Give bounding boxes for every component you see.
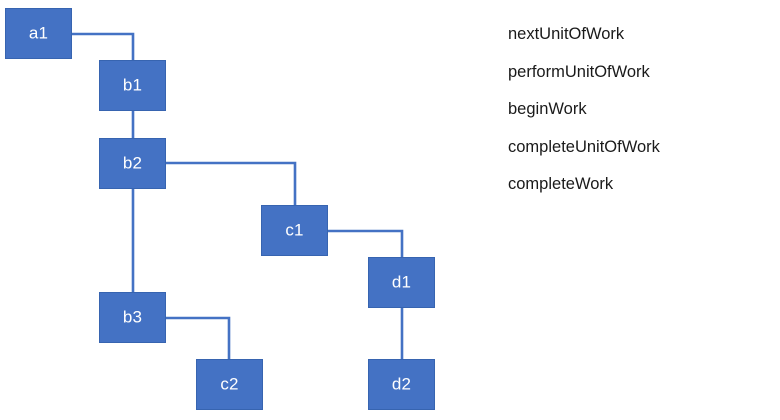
node-b1[interactable]: b1 — [99, 60, 166, 111]
edge-b2-c1 — [166, 161, 297, 205]
legend-item-complete-work: completeWork — [508, 175, 614, 193]
node-d1-label: d1 — [391, 272, 412, 292]
node-d2-label: d2 — [391, 374, 412, 394]
legend-list: nextUnitOfWork performUnitOfWork beginWo… — [508, 26, 758, 214]
legend-item-perform-unit-of-work: performUnitOfWork — [508, 62, 650, 81]
node-b1-label: b1 — [122, 75, 143, 95]
node-c2[interactable]: c2 — [196, 359, 263, 410]
edge-c1-d1 — [328, 229, 404, 257]
node-c1-label: c1 — [285, 220, 304, 240]
legend-item-complete-unit-of-work: completeUnitOfWork — [508, 137, 660, 156]
node-c1[interactable]: c1 — [261, 205, 328, 256]
node-d2[interactable]: d2 — [368, 359, 435, 410]
node-c2-label: c2 — [220, 374, 239, 394]
node-b2[interactable]: b2 — [99, 138, 166, 189]
node-d1[interactable]: d1 — [368, 257, 435, 308]
node-a1-label: a1 — [28, 23, 49, 43]
node-b3[interactable]: b3 — [99, 292, 166, 343]
node-b3-label: b3 — [122, 307, 143, 327]
node-b2-label: b2 — [122, 153, 143, 173]
node-a1[interactable]: a1 — [5, 8, 72, 59]
legend-item-next-unit-of-work: nextUnitOfWork — [508, 25, 625, 43]
edge-b3-c2 — [166, 316, 231, 359]
legend-item-begin-work: beginWork — [508, 100, 587, 118]
edge-a1-b1 — [72, 32, 135, 60]
